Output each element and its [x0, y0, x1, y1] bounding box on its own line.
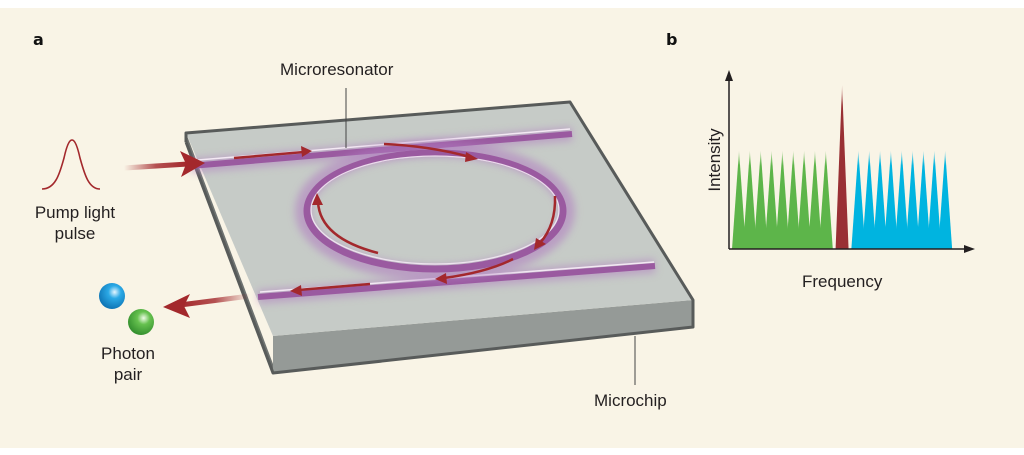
y-axis-label: Intensity: [705, 128, 724, 192]
peak-idler-2: [862, 150, 877, 249]
peak-signal-5: [775, 150, 790, 249]
pump-label-line1: Pump light: [34, 203, 116, 222]
peak-idler-5: [894, 150, 909, 249]
pump-pulse-icon: [41, 139, 101, 190]
photon-label-line2: pair: [113, 365, 143, 384]
arrow-ring-right: [534, 195, 557, 250]
arrow-ring-left: [312, 193, 379, 255]
peak-signal-6: [786, 150, 801, 249]
peak-signal-3: [753, 150, 768, 249]
arrow-ring-entry: [383, 142, 478, 162]
chip-front-side: [273, 300, 693, 373]
x-axis-arrowhead: [964, 245, 975, 253]
panel-label-b: b: [666, 30, 678, 49]
panel-label-a: a: [33, 30, 44, 49]
chip-edge: [184, 100, 695, 375]
photon-output-arrow: [163, 293, 251, 318]
pump-input-arrow: [123, 151, 205, 177]
spectrum-chart: [725, 70, 975, 253]
photon-label-line1: Photon: [101, 344, 155, 363]
peak-signal-1: [732, 150, 746, 249]
peak-idler-4: [883, 150, 898, 249]
photon-blue: [99, 283, 125, 309]
x-axis-label: Frequency: [802, 272, 883, 291]
peak-idler-3: [873, 150, 888, 249]
peak-idler-7: [916, 150, 931, 249]
peak-idler-8: [927, 150, 942, 249]
arrow-ring-exit: [435, 257, 514, 284]
peak-signal-4: [764, 150, 779, 249]
light-flow-arrows: [233, 142, 557, 296]
pump-label-line2: pulse: [54, 224, 96, 243]
y-axis-arrowhead: [725, 70, 733, 81]
peak-signal-8: [807, 150, 822, 249]
photon-pair-label: Photon pair: [88, 343, 168, 385]
peak-pump-1: [835, 85, 849, 249]
peak-signal-7: [797, 150, 812, 249]
peak-idler-6: [905, 150, 920, 249]
peak-signal-2: [742, 150, 757, 249]
arrow-bottom-output-flow: [290, 282, 371, 296]
peak-idler-1: [851, 150, 866, 249]
microresonator-label: Microresonator: [280, 60, 394, 79]
photon-green: [128, 309, 154, 335]
peak-signal-9: [818, 150, 833, 249]
peak-idler-9: [938, 150, 953, 249]
arrow-top-input-flow: [233, 146, 312, 160]
microchip-label: Microchip: [594, 391, 667, 410]
pump-light-pulse-label: Pump light pulse: [20, 202, 130, 244]
